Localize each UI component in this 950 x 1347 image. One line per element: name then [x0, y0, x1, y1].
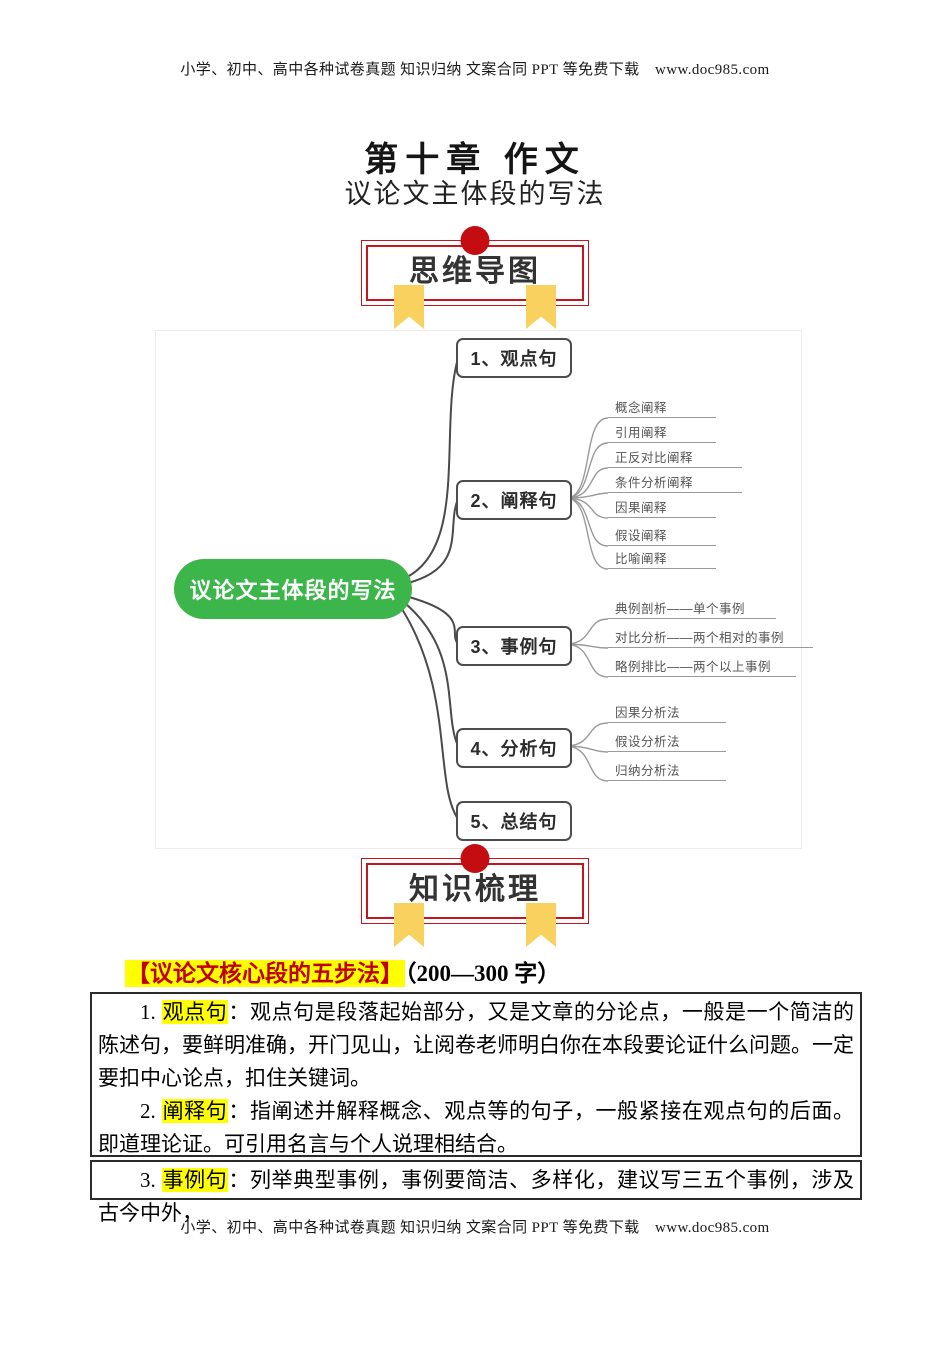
- paragraph-viewpoint: 1. 观点句：观点句是段落起始部分，又是文章的分论点，一般是一个简洁的陈述句，要…: [98, 996, 854, 1095]
- highlighted-term: 阐释句: [161, 1099, 229, 1123]
- paragraph-text: ：指阐述并解释概念、观点等的句子，一般紧接在观点句的后面。即道理论证。可引用名言…: [98, 1099, 854, 1156]
- content-box-1: 1. 观点句：观点句是段落起始部分，又是文章的分论点，一般是一个简洁的陈述句，要…: [90, 992, 862, 1157]
- mindmap-connector-lines: [401, 357, 609, 820]
- mindmap-node-analysis: 4、分析句: [456, 728, 572, 768]
- mindmap-subitem: 因果分析法: [608, 702, 726, 723]
- mindmap-node-explanation: 2、阐释句: [456, 480, 572, 520]
- mindmap-subitem: 假设分析法: [608, 731, 726, 752]
- red-dot-icon: [460, 226, 490, 255]
- mindmap-subitem: 比喻阐释: [608, 548, 716, 569]
- content-box-2: 3. 事例句：列举典型事例，事例要简洁、多样化，建议写三五个事例，涉及古今中外，: [90, 1160, 862, 1225]
- mindmap-subitem: 条件分析阐释: [608, 472, 742, 493]
- mindmap-subitem: 典例剖析——单个事例: [608, 598, 776, 619]
- mindmap-subitem: 因果阐释: [608, 497, 716, 518]
- paragraph-text: ：观点句是段落起始部分，又是文章的分论点，一般是一个简洁的陈述句，要鲜明准确，开…: [98, 1000, 854, 1090]
- mindmap-subitem: 概念阐释: [608, 397, 716, 418]
- item-number: 2.: [140, 1099, 156, 1123]
- mindmap-banner-label: 思维导图: [409, 255, 541, 288]
- paragraph-example: 3. 事例句：列举典型事例，事例要简洁、多样化，建议写三五个事例，涉及古今中外，: [98, 1164, 854, 1230]
- mindmap-root-node: 议论文主体段的写法: [174, 559, 412, 619]
- mindmap-subitem: 对比分析——两个相对的事例: [608, 627, 813, 648]
- section-heading: 【议论文核心段的五步法】（200—300 字）: [125, 954, 560, 988]
- mindmap-node-summary: 5、总结句: [456, 801, 572, 841]
- mindmap-subitem: 假设阐释: [608, 525, 716, 546]
- item-number: 1.: [140, 1000, 156, 1024]
- mindmap-subitem: 略例排比——两个以上事例: [608, 656, 796, 677]
- mindmap-subitem: 归纳分析法: [608, 760, 726, 781]
- footer-watermark: 小学、初中、高中各种试卷真题 知识归纳 文案合同 PPT 等免费下载 www.d…: [180, 1220, 770, 1236]
- mindmap-subitem: 正反对比阐释: [608, 447, 742, 468]
- mindmap-subitem: 引用阐释: [608, 422, 716, 443]
- header-watermark: 小学、初中、高中各种试卷真题 知识归纳 文案合同 PPT 等免费下载 www.d…: [180, 62, 770, 78]
- item-number: 3.: [140, 1168, 156, 1192]
- mindmap-banner: 思维导图: [361, 226, 589, 329]
- mindmap-diagram: 议论文主体段的写法 1、观点句 2、阐释句 3、事例句 4、分析句 5、总结句 …: [155, 330, 813, 849]
- knowledge-banner-label: 知识梳理: [409, 873, 541, 906]
- red-dot-icon: [460, 844, 490, 873]
- mindmap-node-viewpoint: 1、观点句: [456, 338, 572, 378]
- section-heading-highlight: 【议论文核心段的五步法】: [125, 960, 405, 987]
- page-title: 第十章 作文: [364, 141, 586, 179]
- section-heading-suffix: （200—300 字）: [405, 961, 561, 986]
- paragraph-explanation: 2. 阐释句：指阐述并解释概念、观点等的句子，一般紧接在观点句的后面。即道理论证…: [98, 1095, 854, 1161]
- mindmap-node-example: 3、事例句: [456, 626, 572, 666]
- paragraph-text: ：列举典型事例，事例要简洁、多样化，建议写三五个事例，涉及古今中外，: [98, 1168, 854, 1225]
- page-subtitle: 议论文主体段的写法: [344, 179, 606, 209]
- highlighted-term: 观点句: [161, 1000, 229, 1024]
- highlighted-term: 事例句: [161, 1168, 229, 1192]
- knowledge-banner: 知识梳理: [361, 844, 589, 947]
